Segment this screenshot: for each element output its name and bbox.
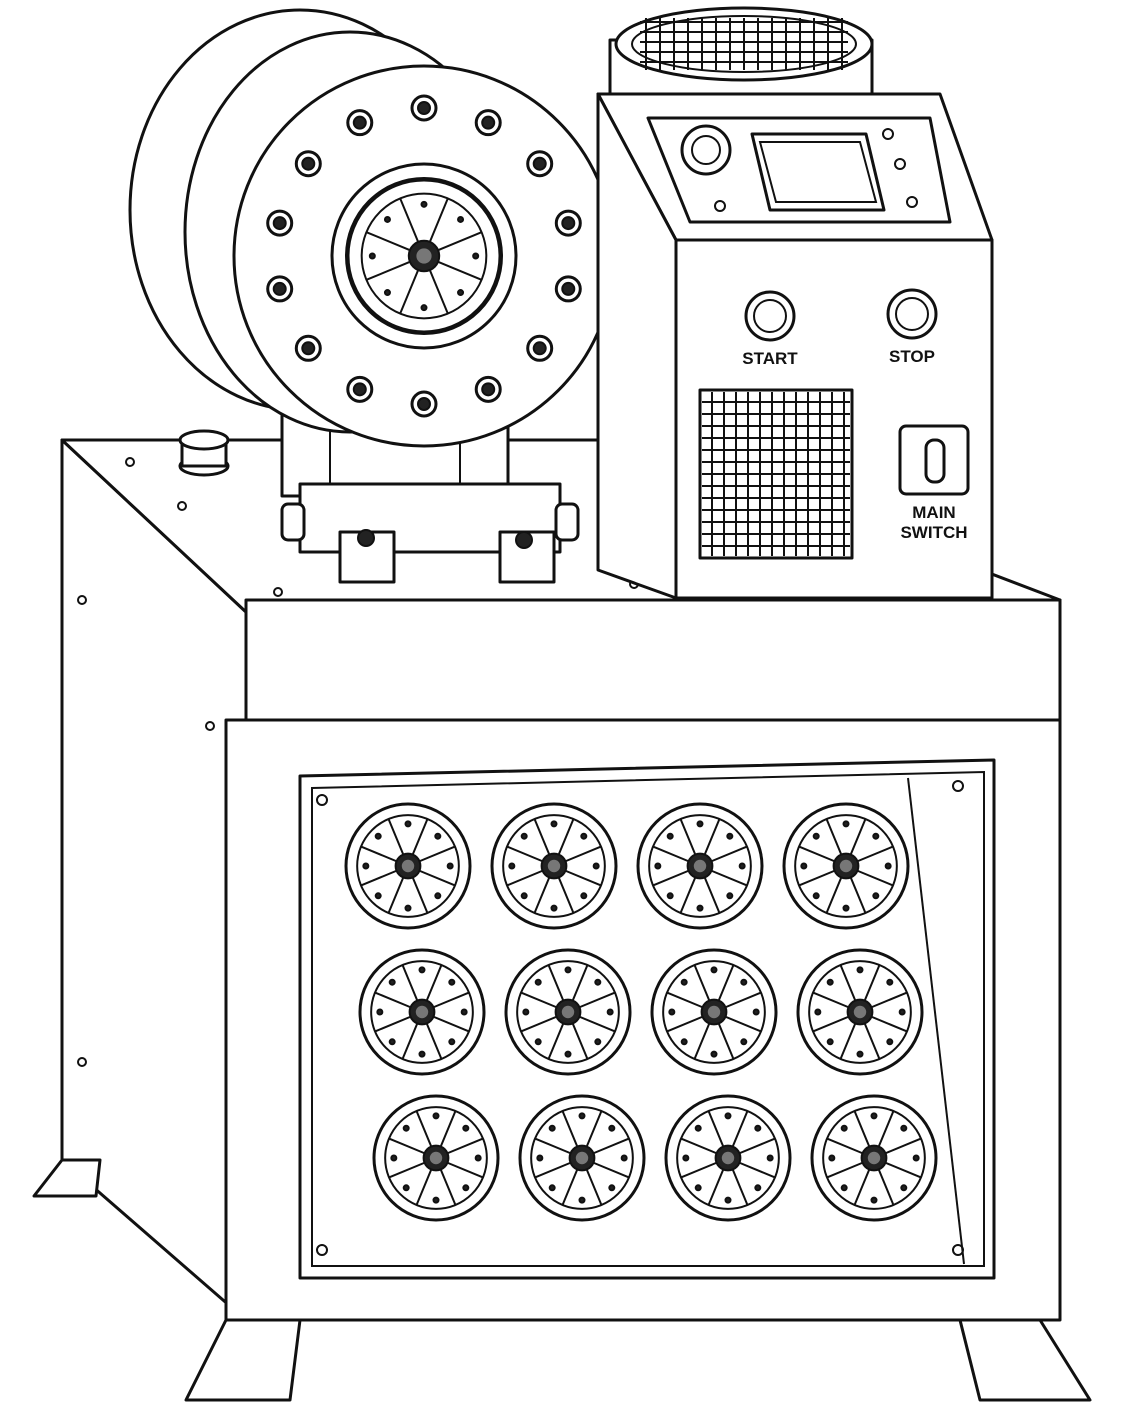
hydraulic-port-right <box>554 502 580 542</box>
bolt-icon <box>352 382 367 397</box>
fan-mesh <box>640 18 848 70</box>
die-rack <box>298 758 996 1280</box>
rivet <box>952 1244 964 1256</box>
bolt-icon <box>515 531 533 549</box>
oil-filler-cap <box>178 429 230 477</box>
die-window-inner <box>345 177 503 335</box>
main-switch-label-line2: SWITCH <box>900 523 967 542</box>
bolt-icon <box>417 397 431 411</box>
bolt-icon <box>532 156 547 171</box>
bolt-icon <box>561 281 576 296</box>
start-label: START <box>742 349 798 368</box>
cabinet-front-band <box>244 598 1062 722</box>
crimp-head <box>128 8 616 584</box>
indicator-light <box>906 196 918 208</box>
flange-bolts <box>266 94 582 418</box>
stored-die <box>490 802 618 930</box>
stored-die <box>664 1094 792 1222</box>
front-left-leg <box>184 1318 302 1402</box>
bolt-icon <box>352 115 367 130</box>
rivet <box>952 780 964 792</box>
bolt-icon <box>481 115 496 130</box>
main-switch-label-line1: MAIN <box>912 503 955 522</box>
crimp-die <box>346 178 502 334</box>
rivet <box>316 794 328 806</box>
rivet <box>77 595 87 605</box>
stored-die <box>344 802 472 930</box>
stored-die <box>782 802 910 930</box>
die-grid <box>344 802 938 1222</box>
bolt-icon <box>272 216 287 231</box>
stored-die <box>636 802 764 930</box>
stored-die <box>358 948 486 1076</box>
stored-die <box>796 948 924 1076</box>
bolt-icon <box>561 216 576 231</box>
display-screen-inner <box>758 141 878 203</box>
rivet <box>77 1057 87 1067</box>
fan-grille <box>631 15 857 73</box>
bolt-icon <box>301 156 316 171</box>
rivet <box>125 457 135 467</box>
rear-left-leg <box>32 1158 102 1198</box>
crimp-die-segments <box>346 178 502 334</box>
rivet <box>177 501 187 511</box>
control-box: START STOP MAIN SWITCH <box>596 6 994 600</box>
rivet <box>273 587 283 597</box>
indicator-light <box>894 158 906 170</box>
rivet <box>205 721 215 731</box>
display-screen <box>750 132 886 212</box>
bolt-icon <box>481 382 496 397</box>
die-rack-inner-bevel <box>311 770 985 1267</box>
indicator-light <box>714 200 726 212</box>
bolt-icon <box>272 281 287 296</box>
die-rack-bevel-line <box>907 777 965 1265</box>
vent-mesh <box>702 392 850 556</box>
stored-die <box>372 1094 500 1222</box>
bolt-icon <box>532 341 547 356</box>
hydraulic-port-left <box>280 502 306 542</box>
indicator-light <box>882 128 894 140</box>
emergency-knob[interactable] <box>680 124 732 176</box>
bolt-icon <box>357 529 375 547</box>
rivet <box>316 1244 328 1256</box>
stop-label: STOP <box>889 347 935 366</box>
stored-die <box>650 948 778 1076</box>
stored-die <box>504 948 632 1076</box>
front-right-leg <box>958 1318 1092 1402</box>
stored-die <box>810 1094 938 1222</box>
stored-die <box>518 1094 646 1222</box>
bolt-icon <box>417 101 431 115</box>
bolt-icon <box>301 341 316 356</box>
